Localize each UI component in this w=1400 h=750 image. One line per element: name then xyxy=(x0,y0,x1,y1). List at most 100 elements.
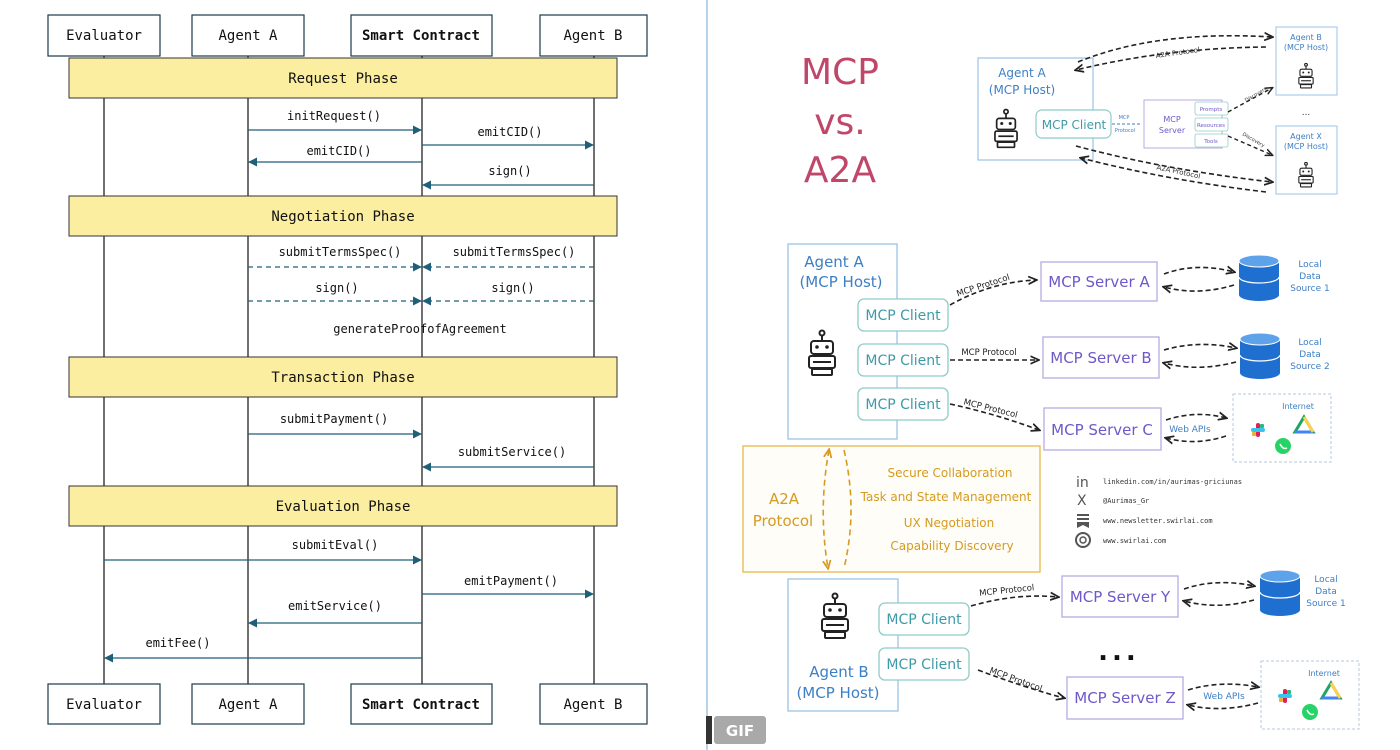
top-agent-x-robot-icon xyxy=(1298,161,1314,188)
a2a-feature-2: Task and State Management xyxy=(860,490,1032,504)
source-1-l2: Data xyxy=(1299,272,1321,282)
top-a2a-arrow-1a xyxy=(1077,36,1272,63)
mcp-protocol-1: MCP Protocol xyxy=(956,273,1012,300)
msg-sign-b2: sign() xyxy=(491,281,534,295)
mcp-server-z: MCP Server Z xyxy=(1074,689,1175,707)
mcp-server-a-box xyxy=(1040,261,1158,302)
a2a-label-sub: Protocol xyxy=(753,512,813,530)
actor-box-agent-b-bottom xyxy=(539,683,648,725)
top-discovery-arrow-1 xyxy=(1227,88,1272,113)
web-apis-icons-1 xyxy=(1249,415,1315,456)
social-links: in linkedin.com/in/aurimas-griciunas X @… xyxy=(1075,475,1242,548)
website-icon xyxy=(1075,532,1091,548)
server-y-data-arrow-in xyxy=(1184,600,1255,605)
top-mcp-server-l2: Server xyxy=(1159,126,1186,135)
a2a-arrow-right xyxy=(843,449,852,569)
server-b-data-arrow-out xyxy=(1163,344,1236,350)
mcp-client-b2-box xyxy=(878,647,970,681)
a2a-section: A2A Protocol Secure Collaboration Task a… xyxy=(742,445,1041,573)
a2a-arrow-left xyxy=(823,450,829,568)
top-mcp-server-l1: MCP xyxy=(1163,115,1180,124)
top-tools: Tools xyxy=(1203,139,1218,145)
top-agent-b-sub: (MCP Host) xyxy=(1284,43,1328,52)
mcp-protocol-2: MCP Protocol xyxy=(961,348,1016,358)
msg-sign-b: sign() xyxy=(488,164,531,178)
top-a2a-protocol-1: A2A Protocol xyxy=(1155,46,1200,60)
top-agent-x-label: Agent X xyxy=(1290,132,1322,141)
source-1-l1: Local xyxy=(1298,260,1321,270)
top-mcp-client-box xyxy=(1035,109,1112,139)
top-agent-b-label: Agent B xyxy=(1290,33,1322,42)
top-protocol-small: Protocol xyxy=(1115,128,1135,134)
top-agent-b-robot-icon xyxy=(1298,62,1314,89)
source-y-l3: Source 1 xyxy=(1306,599,1346,609)
actor-box-evaluator-top xyxy=(47,14,161,57)
msg-emit-service: emitService() xyxy=(288,599,382,613)
msg-proof-of-agreement: generateProofofAgreement xyxy=(333,322,506,336)
top-discovery-arrow-2 xyxy=(1227,135,1272,155)
msg-emit-cid-a: emitCID() xyxy=(306,144,371,158)
web-apis-icons-2 xyxy=(1276,681,1342,722)
msg-submit-service: submitService() xyxy=(458,445,566,459)
top-mcp-client: MCP Client xyxy=(1042,118,1107,132)
mcp-server-b-box xyxy=(1042,336,1160,379)
top-a2a-arrow-2b xyxy=(1081,158,1267,193)
title-mcp: MCP xyxy=(801,52,879,93)
mcp-protocol-3: MCP Protocol xyxy=(962,398,1018,421)
sequence-diagram: Evaluator Agent A Smart Contract Agent B… xyxy=(47,14,648,725)
phase-bars: Request Phase Negotiation Phase Transact… xyxy=(68,57,618,527)
mcp-client-1: MCP Client xyxy=(865,308,941,324)
top-tools-box xyxy=(1194,133,1229,148)
actors-bottom: Evaluator Agent A Smart Contract Agent B xyxy=(47,683,648,725)
newsletter-icon xyxy=(1077,514,1089,528)
actor-agent-a-top: Agent A xyxy=(218,28,278,44)
mcp-protocol-b2: MCP Protocol xyxy=(988,666,1043,694)
title-vs: vs. xyxy=(814,102,866,143)
top-agent-a-sub: (MCP Host) xyxy=(989,83,1055,97)
mcp-client-2-box xyxy=(857,343,949,377)
phase-bar-evaluation xyxy=(68,485,618,527)
mcp-client-3-box xyxy=(857,387,949,421)
phase-request: Request Phase xyxy=(288,71,398,87)
server-a-data-arrow-in xyxy=(1164,284,1235,291)
top-a2a-arrow-1b xyxy=(1076,46,1267,70)
mcp-server-z-box xyxy=(1066,676,1184,720)
server-z-api-arrow-in xyxy=(1188,703,1259,709)
server-c-api-arrow-out xyxy=(1165,414,1226,421)
actor-box-agent-a-bottom xyxy=(191,683,305,725)
mcp-client-2: MCP Client xyxy=(865,353,941,369)
source-y-l1: Local xyxy=(1314,575,1337,585)
top-prompts: Prompts xyxy=(1200,107,1223,113)
phase-bar-negotiation xyxy=(68,195,618,237)
source-2-l3: Source 2 xyxy=(1290,362,1330,372)
top-discovery-2: Discovery xyxy=(1241,132,1265,150)
a2a-feature-3: UX Negotiation xyxy=(904,516,995,530)
mcp-server-a: MCP Server A xyxy=(1048,273,1150,291)
top-agent-x-box xyxy=(1275,125,1338,195)
linkedin-icon: in xyxy=(1076,475,1089,491)
message-arrows xyxy=(104,125,594,663)
actors-top: Evaluator Agent A Smart Contract Agent B xyxy=(47,14,648,57)
actor-box-evaluator-bottom xyxy=(47,683,161,725)
top-agent-a-robot-icon xyxy=(994,108,1018,149)
top-diagram: Agent A (MCP Host) MCP Client MCP Protoc… xyxy=(977,26,1338,195)
agent-a-box xyxy=(787,243,898,440)
actor-evaluator-top: Evaluator xyxy=(66,28,142,44)
msg-sign-a2: sign() xyxy=(315,281,358,295)
mcp-server-y-box xyxy=(1061,575,1179,618)
a2a-feature-4: Capability Discovery xyxy=(890,539,1013,553)
mcp-client-b1-box xyxy=(878,602,970,636)
phase-evaluation: Evaluation Phase xyxy=(276,499,411,515)
top-a2a-arrow-2a xyxy=(1075,145,1272,182)
agent-b-box xyxy=(787,578,899,712)
mcp-server-c: MCP Server C xyxy=(1051,421,1153,439)
web-apis-2: Web APIs xyxy=(1203,692,1245,702)
mcp-protocol-arrow-1 xyxy=(949,280,1036,306)
web-apis-1: Web APIs xyxy=(1169,425,1211,435)
source-2-l2: Data xyxy=(1299,350,1321,360)
a2a-feature-1: Secure Collaboration xyxy=(887,466,1012,480)
newsletter-url: www.newsletter.swirlai.com xyxy=(1103,517,1213,525)
server-z-api-arrow-out xyxy=(1187,684,1258,691)
msg-submit-eval: submitEval() xyxy=(292,538,379,552)
phase-negotiation: Negotiation Phase xyxy=(271,209,414,225)
